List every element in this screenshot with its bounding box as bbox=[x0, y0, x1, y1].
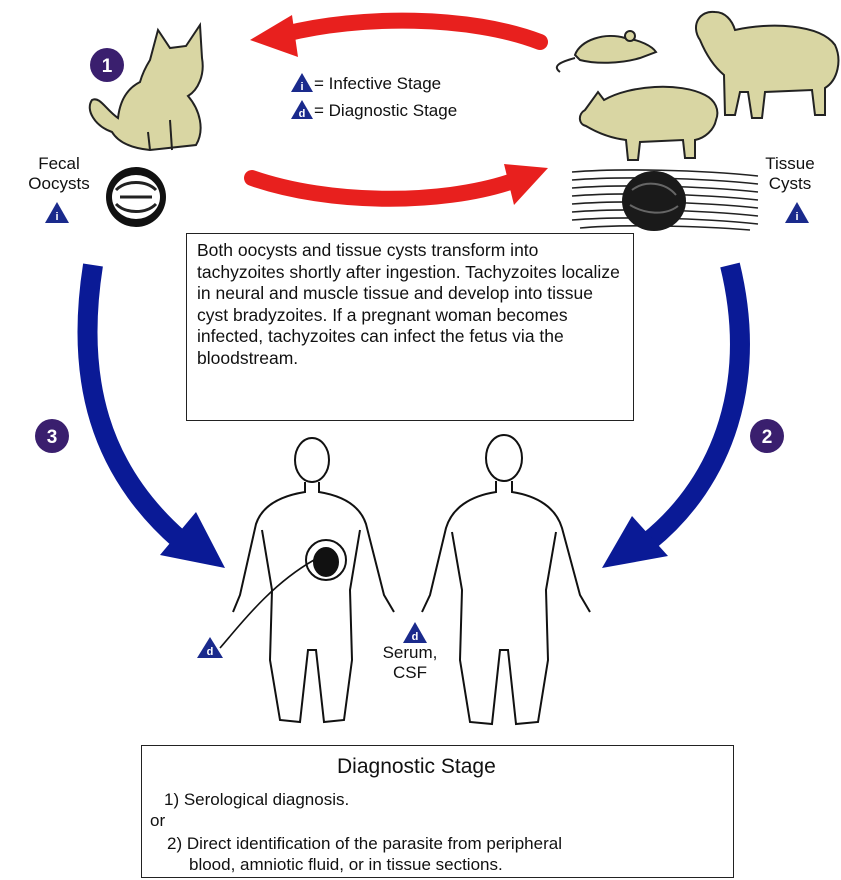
sheep-icon bbox=[696, 12, 838, 118]
tissue-cysts-label: Tissue Cysts bbox=[750, 154, 830, 194]
step-3-number: 3 bbox=[47, 427, 58, 448]
fetus-diagnostic-letter: d bbox=[207, 646, 214, 658]
diagnostic-item-2-line-2: blood, amniotic fluid, or in tissue sect… bbox=[189, 854, 503, 875]
diagnostic-item-1: 1) Serological diagnosis. bbox=[164, 789, 349, 810]
diagnostic-item-2-line-1: 2) Direct identification of the parasite… bbox=[167, 833, 562, 854]
step-2-number: 2 bbox=[762, 427, 773, 448]
pig-icon bbox=[580, 87, 718, 160]
cat-icon bbox=[90, 25, 203, 150]
legend-infective-text: = Infective Stage bbox=[314, 74, 441, 94]
oocyst-infective-letter: i bbox=[55, 211, 58, 223]
diagnostic-box-title: Diagnostic Stage bbox=[337, 755, 496, 779]
mouse-icon bbox=[557, 31, 656, 72]
legend-diagnostic-text: = Diagnostic Stage bbox=[314, 101, 457, 121]
diagnostic-letter: d bbox=[299, 108, 306, 120]
fecal-oocysts-label: Fecal Oocysts bbox=[14, 154, 104, 194]
serum-diagnostic-letter: d bbox=[412, 631, 419, 643]
legend-diagnostic: = Diagnostic Stage bbox=[314, 101, 457, 121]
oocyst-icon bbox=[106, 167, 166, 227]
description-box: Both oocysts and tissue cysts transform … bbox=[186, 233, 634, 421]
tissue-infective-letter: i bbox=[795, 211, 798, 223]
description-text: Both oocysts and tissue cysts transform … bbox=[197, 240, 623, 369]
step-1-number: 1 bbox=[102, 56, 113, 77]
serum-csf-label: Serum, CSF bbox=[370, 643, 450, 683]
tissue-cyst-icon bbox=[572, 170, 758, 231]
legend-infective: = Infective Stage bbox=[314, 74, 441, 94]
red-arrow-to-cat bbox=[250, 15, 540, 57]
red-arrow-to-animals bbox=[252, 164, 548, 205]
fetus-pointer-line bbox=[220, 560, 314, 648]
infective-letter: i bbox=[300, 81, 303, 93]
diagnostic-or: or bbox=[150, 810, 165, 831]
diagnostic-stage-box: Diagnostic Stage 1) Serological diagnosi… bbox=[141, 745, 734, 878]
